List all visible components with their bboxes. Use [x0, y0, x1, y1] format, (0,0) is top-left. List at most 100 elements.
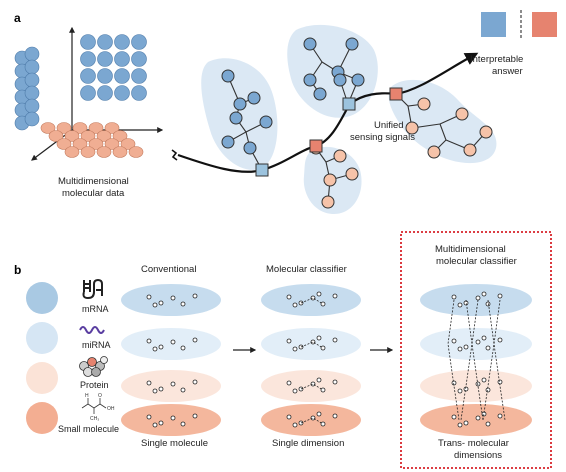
data-disc-blue [97, 85, 113, 101]
molecule-dot [292, 388, 298, 394]
molecule-dot [180, 301, 186, 307]
molecule-dot [292, 422, 298, 428]
data-disc-blue [114, 34, 130, 50]
molecule-dot [485, 421, 491, 427]
legend-small-molecule-circle [26, 402, 58, 434]
data-disc-orange [72, 138, 88, 150]
molecule-dot [146, 338, 152, 344]
answer-red-swatch [532, 12, 557, 37]
network-node-blue [351, 73, 365, 87]
left-blue-layer [14, 46, 40, 131]
data-disc-orange [96, 146, 112, 158]
layer-ellipse [121, 404, 221, 436]
layer-ellipse [420, 328, 532, 360]
molecule-dot [192, 413, 198, 419]
network-node-blue [247, 91, 261, 105]
data-disc-blue [24, 98, 40, 114]
molecule-dot [481, 335, 487, 341]
mirna-wave-icon [79, 326, 105, 334]
network-node-orange [345, 167, 359, 181]
layer-molecule-dots [146, 291, 503, 428]
legend-small-molecule-label: Small molecule [58, 424, 119, 434]
molecule-dot [310, 295, 316, 301]
data-disc-orange [80, 146, 96, 158]
signals-label-line2: sensing signals [350, 132, 415, 143]
col3-header-line1: Multidimensional [435, 244, 506, 255]
molecule-dot [310, 339, 316, 345]
sensor-square-blue [342, 97, 356, 111]
data-disc-blue [24, 46, 40, 62]
data-disc-orange [56, 138, 72, 150]
molecule-dot [332, 337, 338, 343]
layer-ellipses [121, 284, 532, 436]
cross-layer-link [482, 299, 495, 421]
molecule-dot [146, 414, 152, 420]
network-node-blue [229, 111, 243, 125]
molecule-dot [192, 337, 198, 343]
sensor-square-red [309, 139, 323, 153]
layer-ellipse [420, 404, 532, 436]
molecule-dot [152, 388, 158, 394]
network-node-blue [221, 135, 235, 149]
molecule-dot [170, 295, 176, 301]
data-disc-blue [80, 85, 96, 101]
col1-header: Conventional [141, 264, 196, 275]
cross-layer-link [460, 299, 473, 421]
molecule-dot [457, 388, 463, 394]
molecule-dot [485, 301, 491, 307]
molecule-dot [146, 380, 152, 386]
svg-text:H: H [85, 393, 89, 399]
legend-mrna-circle [26, 282, 58, 314]
molecule-dot [451, 414, 457, 420]
molecule-link [300, 417, 324, 425]
cross-layer-link [471, 299, 484, 421]
data-disc-orange [64, 146, 80, 158]
data-disc-blue [114, 51, 130, 67]
network-node-orange [333, 149, 347, 163]
data-disc-blue [131, 68, 147, 84]
data-disc-orange [128, 146, 144, 158]
data-disc-orange [48, 130, 64, 142]
layer-ellipse [261, 328, 361, 360]
data-disc-blue [80, 51, 96, 67]
molecule-dot [485, 345, 491, 351]
layer-ellipse [261, 404, 361, 436]
data-disc-blue [97, 34, 113, 50]
svg-text:CH₃: CH₃ [90, 416, 99, 422]
panel-b-letter: b [14, 263, 21, 277]
signal-start-mark [171, 149, 178, 161]
sensor-squares [255, 87, 403, 177]
molecule-dot [475, 295, 481, 301]
col1-footer: Single molecule [141, 438, 208, 449]
molecule-dot [292, 346, 298, 352]
molecule-link [300, 297, 324, 305]
network-node-orange [463, 143, 477, 157]
network-node-blue [259, 115, 273, 129]
network-node-orange [417, 97, 431, 111]
data-disc-blue [80, 68, 96, 84]
molecule-dot [481, 291, 487, 297]
data-disc-orange [104, 122, 120, 134]
data-disc-orange [40, 122, 56, 134]
data-disc-orange [88, 138, 104, 150]
molecule-dot [180, 421, 186, 427]
legend-mirna-circle [26, 322, 58, 354]
data-disc-orange [80, 130, 96, 142]
molecule-dot [152, 346, 158, 352]
molecule-dot [457, 422, 463, 428]
network-node-orange [427, 145, 441, 159]
network-node-orange [323, 173, 337, 187]
data-disc-blue [114, 68, 130, 84]
data-disc-orange [112, 130, 128, 142]
molecule-dot [310, 415, 316, 421]
molecule-dot [332, 293, 338, 299]
col2-header: Molecular classifier [266, 264, 347, 275]
molecule-dot [286, 338, 292, 344]
molecule-dot [332, 379, 338, 385]
mrna-hairpin-icon [82, 278, 103, 300]
molecule-dot [497, 413, 503, 419]
molecule-dot [286, 380, 292, 386]
network-node-orange [321, 195, 335, 209]
layer-ellipse [420, 284, 532, 316]
col3-footer-line1: Trans- molecular [438, 438, 509, 449]
